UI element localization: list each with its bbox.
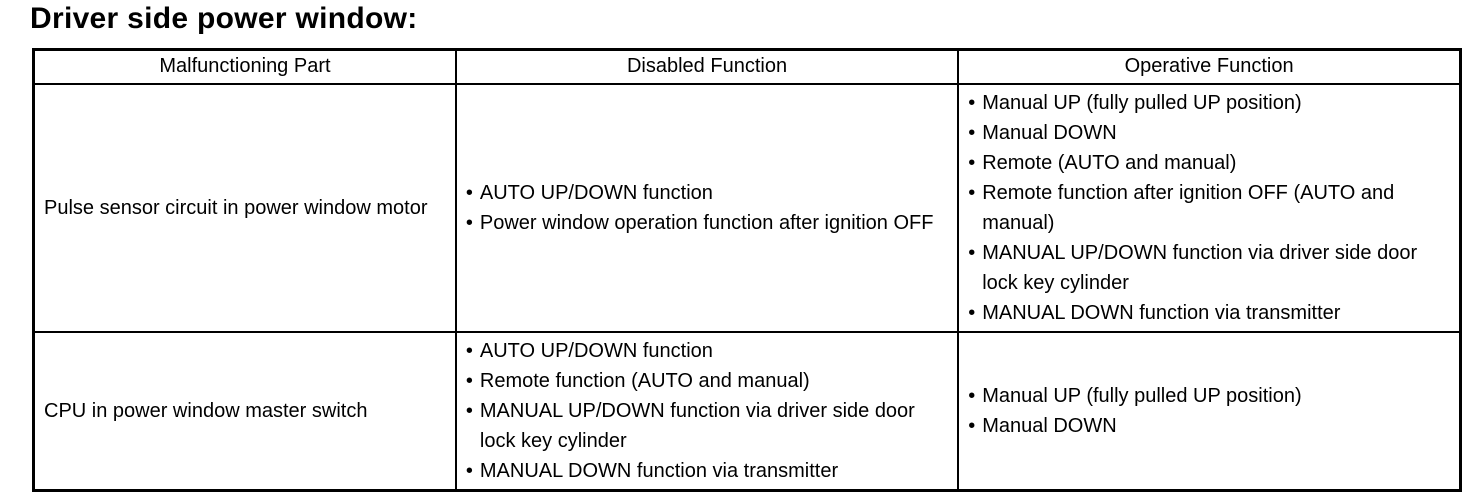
bullet-item: Remote function (AUTO and manual): [466, 366, 951, 396]
col-header-operative-function: Operative Function: [957, 48, 1462, 85]
bullet-item: Remote function after ignition OFF (AUTO…: [968, 178, 1453, 238]
bullet-item: Power window operation function after ig…: [466, 208, 951, 238]
disabled-function-list: AUTO UP/DOWN functionPower window operat…: [457, 175, 957, 241]
malfunctioning-part-cell: CPU in power window master switch: [32, 330, 457, 491]
col-header-disabled-function: Disabled Function: [454, 48, 960, 85]
bullet-item: Manual UP (fully pulled UP position): [968, 88, 1453, 118]
bullet-item: AUTO UP/DOWN function: [466, 336, 951, 366]
bullet-item: MANUAL DOWN function via transmitter: [466, 456, 951, 486]
bullet-item: Manual UP (fully pulled UP position): [968, 381, 1453, 411]
page-title: Driver side power window:: [30, 2, 418, 35]
operative-function-list: Manual UP (fully pulled UP position)Manu…: [959, 378, 1459, 444]
table-row: Pulse sensor circuit in power window mot…: [32, 82, 1462, 333]
operative-function-cell: Manual UP (fully pulled UP position)Manu…: [957, 82, 1462, 333]
operative-function-list: Manual UP (fully pulled UP position)Manu…: [959, 85, 1459, 331]
bullet-item: Manual DOWN: [968, 118, 1453, 148]
bullet-item: MANUAL UP/DOWN function via driver side …: [466, 396, 951, 456]
table-row: CPU in power window master switch AUTO U…: [32, 330, 1462, 491]
bullet-item: Remote (AUTO and manual): [968, 148, 1453, 178]
bullet-item: MANUAL DOWN function via transmitter: [968, 298, 1453, 328]
col-header-malfunctioning-part: Malfunctioning Part: [32, 48, 457, 85]
disabled-function-cell: AUTO UP/DOWN functionRemote function (AU…: [454, 330, 960, 491]
operative-function-cell: Manual UP (fully pulled UP position)Manu…: [957, 330, 1462, 491]
bullet-item: MANUAL UP/DOWN function via driver side …: [968, 238, 1453, 298]
bullet-item: Manual DOWN: [968, 411, 1453, 441]
malfunctioning-part-cell: Pulse sensor circuit in power window mot…: [32, 82, 457, 333]
bullet-item: AUTO UP/DOWN function: [466, 178, 951, 208]
disabled-function-cell: AUTO UP/DOWN functionPower window operat…: [454, 82, 960, 333]
table-header-row: Malfunctioning Part Disabled Function Op…: [32, 48, 1462, 85]
disabled-function-list: AUTO UP/DOWN functionRemote function (AU…: [457, 333, 957, 489]
power-window-function-table: Malfunctioning Part Disabled Function Op…: [32, 48, 1462, 492]
